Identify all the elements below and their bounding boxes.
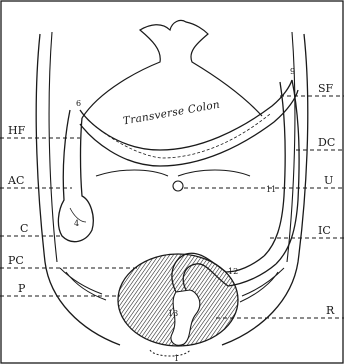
label-c: C [20, 222, 28, 235]
num-6: 6 [76, 99, 81, 108]
num-9: 9 [290, 67, 295, 76]
num-4: 4 [74, 219, 79, 228]
label-ic: IC [318, 224, 331, 237]
umbilicus-marker [173, 181, 183, 191]
label-u: U [324, 174, 333, 187]
label-pc: PC [8, 254, 24, 267]
label-hf: HF [8, 124, 26, 137]
label-ac: AC [7, 174, 24, 187]
rib-cage-outline [82, 20, 262, 176]
num-12: 12 [228, 267, 238, 276]
label-sf: SF [318, 82, 334, 95]
num-1: 1 [174, 354, 179, 363]
label-r: R [326, 304, 335, 317]
label-p: P [18, 282, 26, 295]
label-dc: DC [318, 136, 335, 149]
num-13: 13 [168, 309, 178, 318]
transverse-colon [80, 80, 298, 166]
num-11: 11 [266, 185, 276, 194]
label-transverse-colon: Transverse Colon [122, 99, 221, 128]
